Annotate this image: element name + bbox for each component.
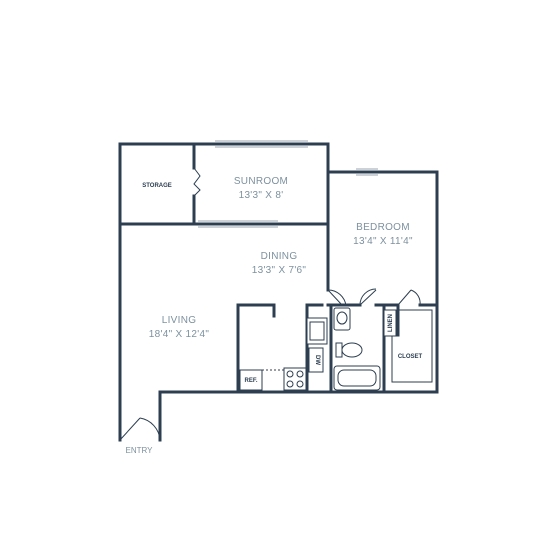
linen-label: LINEN — [388, 314, 394, 332]
lavatory-icon — [336, 311, 348, 325]
burner-icon — [296, 380, 304, 388]
sink-basin — [309, 321, 325, 341]
windows — [198, 140, 378, 228]
dining-label: DINING — [261, 251, 298, 262]
doors — [119, 167, 421, 441]
sunroom-size: 13'3" X 8' — [239, 190, 284, 201]
toilet-tank — [335, 342, 343, 358]
closet-rod — [391, 309, 433, 383]
sunroom-label: SUNROOM — [234, 176, 288, 187]
entry-label: ENTRY — [126, 446, 154, 455]
storage-label: STORAGE — [142, 183, 172, 189]
range-fixture — [283, 367, 307, 391]
living-size: 18'4" X 12'4" — [149, 329, 210, 340]
burner-icon — [286, 370, 294, 378]
living-label: LIVING — [162, 315, 197, 326]
toilet-icon — [341, 342, 363, 358]
dishwasher-fixture — [308, 347, 324, 373]
bathtub-fixture — [333, 365, 381, 391]
outer-walls — [118, 142, 439, 442]
dishwasher-label: DW — [314, 355, 320, 365]
vanity-fixture — [333, 307, 351, 331]
burner-icon — [286, 380, 294, 388]
refrigerator-fixture — [239, 369, 263, 391]
refrigerator-label: REF. — [244, 378, 257, 384]
bedroom-label: BEDROOM — [356, 222, 410, 233]
dining-size: 13'3" X 7'6" — [252, 265, 307, 276]
bath-fixtures — [333, 307, 381, 391]
linen-shelf — [383, 309, 397, 337]
closet-label: CLOSET — [398, 354, 423, 360]
kitchen-fixtures — [239, 317, 328, 391]
bedroom-size: 13'4" X 11'4" — [353, 236, 413, 247]
burner-icon — [296, 370, 304, 378]
